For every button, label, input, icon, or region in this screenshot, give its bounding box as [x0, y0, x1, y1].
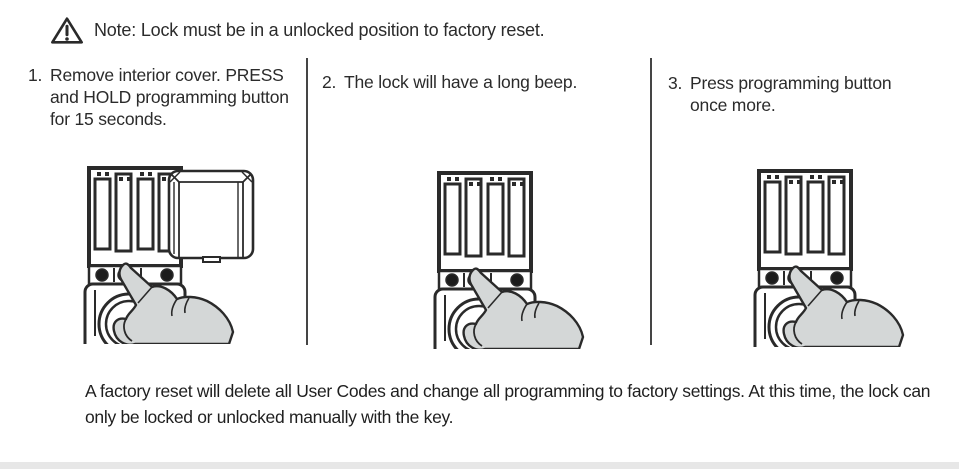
step-3-text: 3. Press programming button once more.: [668, 72, 928, 116]
interior-cover-illustration: [167, 169, 255, 263]
hand-icon: [112, 262, 235, 344]
hand-icon: [782, 265, 905, 347]
warning-triangle-icon: [51, 17, 83, 44]
step-1-instruction: Remove interior cover. PRESS and HOLD pr…: [50, 65, 289, 129]
step-2-text: 2. The lock will have a long beep.: [322, 71, 592, 93]
bottom-bar: [0, 462, 959, 469]
lock-interior-hand-illustration: [83, 166, 235, 344]
step-2-number: 2.: [322, 72, 337, 92]
step-3-instruction: Press programming button once more.: [690, 73, 892, 115]
hand-icon: [462, 267, 585, 349]
column-divider: [306, 58, 308, 345]
step-2-instruction: The lock will have a long beep.: [344, 72, 578, 92]
note-row: Note: Lock must be in a unlocked positio…: [50, 15, 545, 46]
lock-interior-hand-illustration: [433, 171, 585, 349]
step-1-number: 1.: [28, 65, 43, 85]
column-divider: [650, 58, 652, 345]
lock-interior-hand-illustration: [753, 169, 905, 347]
footer-note: A factory reset will delete all User Cod…: [85, 381, 931, 427]
note-text: Note: Lock must be in a unlocked positio…: [94, 20, 545, 40]
step-3-number: 3.: [668, 73, 683, 93]
step-1-text: 1. Remove interior cover. PRESS and HOLD …: [28, 64, 290, 130]
